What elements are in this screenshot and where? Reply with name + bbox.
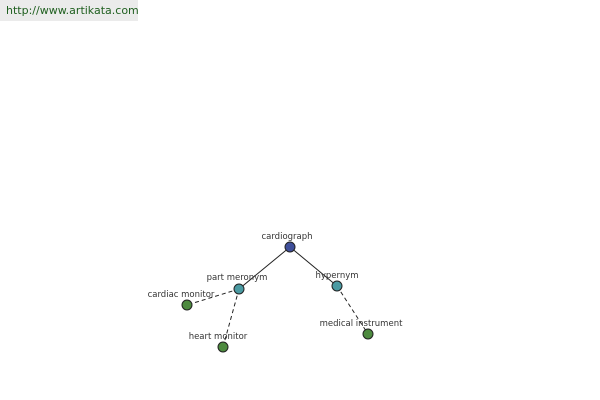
label-hypernym[interactable]: hypernym — [315, 271, 358, 281]
node-cardiac-monitor[interactable] — [181, 299, 193, 311]
edge-part-meronym-heart-monitor — [222, 288, 240, 348]
edge-part-meronym-cardiac-monitor — [186, 288, 240, 306]
edge-root-part-meronym — [238, 246, 291, 290]
node-hypernym[interactable] — [331, 280, 343, 292]
node-medical-instrument[interactable] — [362, 328, 374, 340]
site-url[interactable]: http://www.artikata.com — [0, 0, 139, 21]
label-heart-monitor[interactable]: heart monitor — [189, 332, 248, 342]
label-part-meronym[interactable]: part meronym — [207, 273, 268, 283]
label-medical-instrument[interactable]: medical instrument — [320, 319, 404, 329]
label-cardiac-monitor[interactable]: cardiac monitor — [148, 290, 215, 300]
node-heart-monitor[interactable] — [217, 341, 229, 353]
label-cardiograph[interactable]: cardiograph — [261, 232, 312, 242]
node-part-meronym[interactable] — [233, 283, 245, 295]
edge-hypernym-medical-instrument — [336, 285, 369, 335]
node-cardiograph[interactable] — [284, 241, 296, 253]
edge-root-hypernym — [289, 246, 338, 287]
